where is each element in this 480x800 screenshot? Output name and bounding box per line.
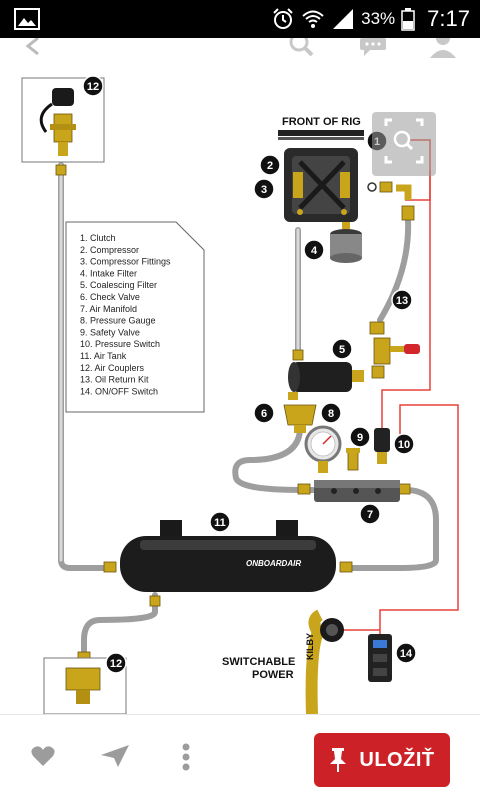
legend-item: 11. Air Tank xyxy=(80,351,127,361)
intake-filter xyxy=(330,222,362,263)
svg-text:7: 7 xyxy=(367,509,373,521)
callout-14: 14 xyxy=(395,642,417,664)
legend-item: 9. Safety Valve xyxy=(80,327,140,337)
on-off-switch xyxy=(368,634,392,682)
pin-icon xyxy=(330,748,347,772)
callout-12a: 12 xyxy=(82,75,104,97)
clock: 7:17 xyxy=(427,6,470,31)
front-of-rig-label: FRONT OF RIG xyxy=(282,116,361,128)
status-bar: 33% 7:17 xyxy=(0,0,480,38)
svg-text:11: 11 xyxy=(214,517,226,529)
profile-icon[interactable] xyxy=(428,38,458,60)
air-manifold xyxy=(314,480,400,502)
legend-item: 8. Pressure Gauge xyxy=(80,316,156,326)
callout-3: 3 xyxy=(253,178,275,200)
alarm-icon xyxy=(273,8,293,29)
battery-icon xyxy=(401,8,415,31)
legend-item: 6. Check Valve xyxy=(80,292,140,302)
svg-text:12: 12 xyxy=(110,658,122,670)
compressor-fittings xyxy=(367,181,412,200)
svg-text:10: 10 xyxy=(398,439,410,451)
back-icon[interactable] xyxy=(22,38,46,62)
callout-13: 13 xyxy=(391,289,413,311)
bottom-toolbar: ULOŽIŤ xyxy=(0,714,480,800)
svg-text:4: 4 xyxy=(311,245,318,257)
legend-item: 14. ON/OFF Switch xyxy=(80,386,158,396)
check-valve xyxy=(283,404,317,433)
pressure-gauge xyxy=(304,425,342,473)
svg-text:12: 12 xyxy=(87,81,99,93)
callout-4: 4 xyxy=(303,239,325,261)
more-options-icon[interactable] xyxy=(180,743,192,773)
search-icon[interactable] xyxy=(288,38,316,60)
legend-item: 4. Intake Filter xyxy=(80,268,137,278)
legend-item: 10. Pressure Switch xyxy=(80,339,160,349)
legend-item: 2. Compressor xyxy=(80,245,139,255)
safety-valve xyxy=(346,448,360,471)
compressor xyxy=(284,148,358,222)
legend-item: 3. Compressor Fittings xyxy=(80,257,171,267)
callout-10: 10 xyxy=(393,433,415,455)
switchable-label-line1: SWITCHABLE xyxy=(222,656,295,668)
oil-return-kit xyxy=(371,337,420,379)
save-pin-button[interactable]: ULOŽIŤ xyxy=(314,733,450,787)
svg-text:3: 3 xyxy=(261,184,267,196)
air-coupler-bottom xyxy=(43,657,127,714)
legend-item: 7. Air Manifold xyxy=(80,304,137,314)
legend-item: 5. Coalescing Filter xyxy=(80,280,157,290)
svg-text:8: 8 xyxy=(328,408,334,420)
callout-12b: 12 xyxy=(105,652,127,674)
air-tank: ONBOARDAIR xyxy=(120,520,336,592)
svg-text:6: 6 xyxy=(261,408,267,420)
legend-item: 13. Oil Return Kit xyxy=(80,375,149,385)
svg-text:9: 9 xyxy=(357,432,363,444)
gallery-icon xyxy=(14,8,40,30)
callout-9: 9 xyxy=(349,426,371,448)
visual-search-icon[interactable] xyxy=(372,112,436,176)
callout-2: 2 xyxy=(259,154,281,176)
coalescing-filter xyxy=(288,362,364,400)
signal-icon xyxy=(333,9,354,29)
svg-text:14: 14 xyxy=(400,648,413,660)
send-icon[interactable] xyxy=(100,743,130,769)
save-button-label: ULOŽIŤ xyxy=(359,748,435,771)
callout-11: 11 xyxy=(209,511,231,533)
air-system-diagram[interactable]: FRONT OF RIG xyxy=(0,68,480,714)
heart-icon[interactable] xyxy=(30,743,56,769)
switchable-power: KILBY SWITCHABLE POWER xyxy=(222,609,344,714)
svg-text:2: 2 xyxy=(267,160,273,172)
legend-box: 1. Clutch 2. Compressor 3. Compressor Fitt… xyxy=(65,221,205,413)
switchable-label-line2: POWER xyxy=(252,669,294,681)
wifi-icon xyxy=(302,10,324,28)
battery-percent: 33% xyxy=(361,9,396,28)
svg-text:13: 13 xyxy=(396,295,408,307)
svg-text:5: 5 xyxy=(339,344,345,356)
tank-brand-label: ONBOARDAIR xyxy=(246,559,301,568)
callout-7: 7 xyxy=(359,503,381,525)
callout-8: 8 xyxy=(320,402,342,424)
legend-item: 1. Clutch xyxy=(80,233,116,243)
callout-5: 5 xyxy=(331,338,353,360)
comment-icon[interactable] xyxy=(358,38,388,60)
legend-item: 12. Air Couplers xyxy=(80,363,145,373)
app-header xyxy=(0,38,480,68)
status-right: 33% 7:17 xyxy=(271,0,470,38)
brass-fittings xyxy=(55,164,415,663)
callout-6: 6 xyxy=(253,402,275,424)
switch-brand-label: KILBY xyxy=(305,633,315,660)
pressure-switch xyxy=(374,428,390,464)
